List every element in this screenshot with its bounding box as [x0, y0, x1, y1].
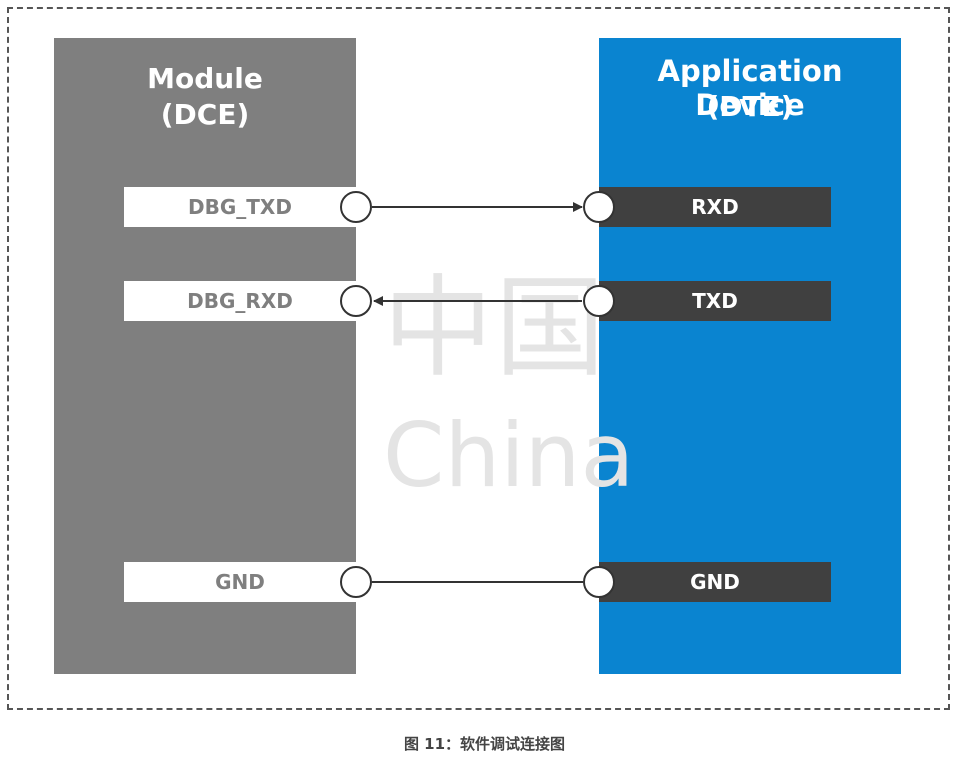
figure-caption: 图 11：软件调试连接图 — [403, 735, 566, 753]
diagram-frame — [7, 7, 950, 710]
app-pin-rxd: RXD — [599, 187, 831, 227]
module-pin-gnd: GND — [124, 562, 356, 602]
module-pin-dbg-rxd: DBG_RXD — [124, 281, 356, 321]
app-gnd-terminal-icon — [583, 566, 615, 598]
app-pin-txd: TXD — [599, 281, 831, 321]
module-subtitle: (DCE) — [160, 98, 250, 131]
module-txd-terminal-icon — [340, 191, 372, 223]
watermark-latin: China — [383, 404, 635, 507]
application-title: Application Device — [657, 54, 843, 122]
module-rxd-terminal-icon — [340, 285, 372, 317]
application-subtitle: (DTE) — [706, 90, 794, 123]
module-gnd-terminal-icon — [340, 566, 372, 598]
module-pin-dbg-txd: DBG_TXD — [124, 187, 356, 227]
app-pin-gnd: GND — [599, 562, 831, 602]
app-rxd-terminal-icon — [583, 191, 615, 223]
module-title: Module — [147, 62, 263, 95]
app-txd-terminal-icon — [583, 285, 615, 317]
watermark-chinese: 中国 — [383, 264, 607, 392]
